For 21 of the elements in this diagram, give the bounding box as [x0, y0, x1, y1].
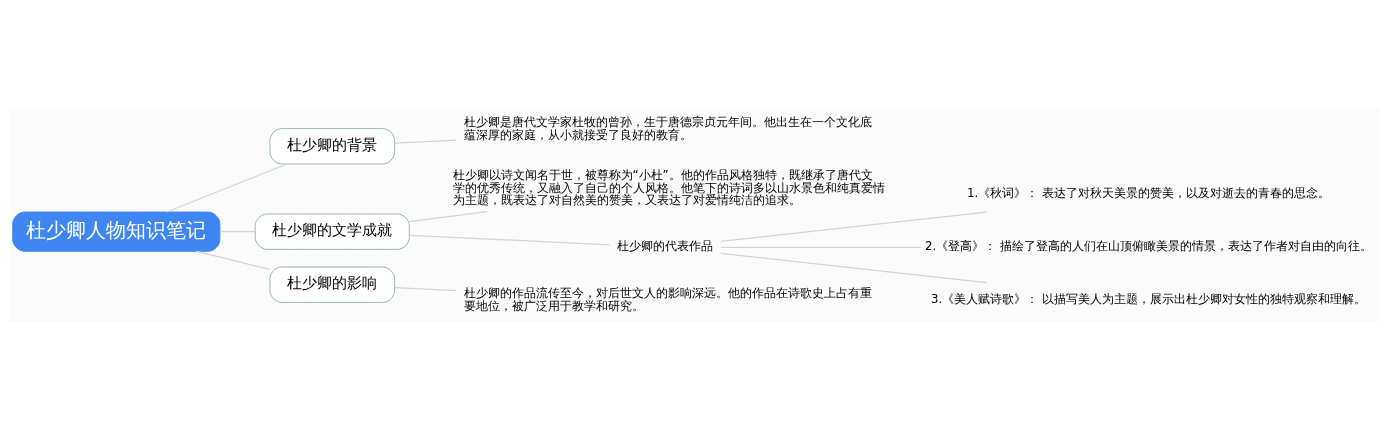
node-box: 杜少卿人物知识笔记 — [12, 211, 221, 252]
connector — [408, 234, 611, 246]
connector — [394, 286, 458, 292]
connector — [219, 231, 256, 233]
connector — [394, 139, 458, 144]
node-text: 1.《秋词》： 表达了对秋天美景的赞美，以及对逝去的青春的思念。 — [967, 186, 1330, 201]
connector — [196, 250, 271, 271]
connector — [720, 211, 988, 242]
connector — [720, 246, 922, 249]
node-text: 杜少卿以诗文闻名于世，被尊称为“小杜”。他的作品风格独特，既继承了唐代文学的优秀传统，又融入了自己的个人风格。他笔下的诗词多以山水景色和纯真爱情为主题，既表达了对自然美的赞美，又表达了对爱情纯洁的追求。 — [452, 167, 885, 208]
connector — [720, 252, 988, 284]
node-box: 杜少卿的文学成就 — [254, 213, 410, 250]
node-text: 3.《美人赋诗歌》： 以描写美人为主题，展示出杜少卿对女性的独特观察和理解。 — [931, 292, 1366, 307]
node-text: 杜少卿的代表作品 — [617, 239, 714, 254]
connector — [408, 210, 488, 223]
node-text: 2.《登高》： 描绘了登高的人们在山顶俯瞰美景的情景，表达了作者对自由的向往。 — [925, 239, 1372, 254]
node-text: 杜少卿的作品流传至今，对后世文人的影响深远。他的作品在诗歌史上占有重要地位，被广泛用于教学和研究。 — [464, 286, 873, 313]
node-box: 杜少卿的背景 — [269, 128, 396, 165]
connector — [166, 163, 288, 213]
node-box: 杜少卿的影响 — [269, 266, 396, 303]
node-text: 杜少卿是唐代文学家杜牧的曾孙，生于唐德宗贞元年间。他出生在一个文化底蕴深厚的家庭，从小就接受了良好的教育。 — [464, 115, 873, 143]
